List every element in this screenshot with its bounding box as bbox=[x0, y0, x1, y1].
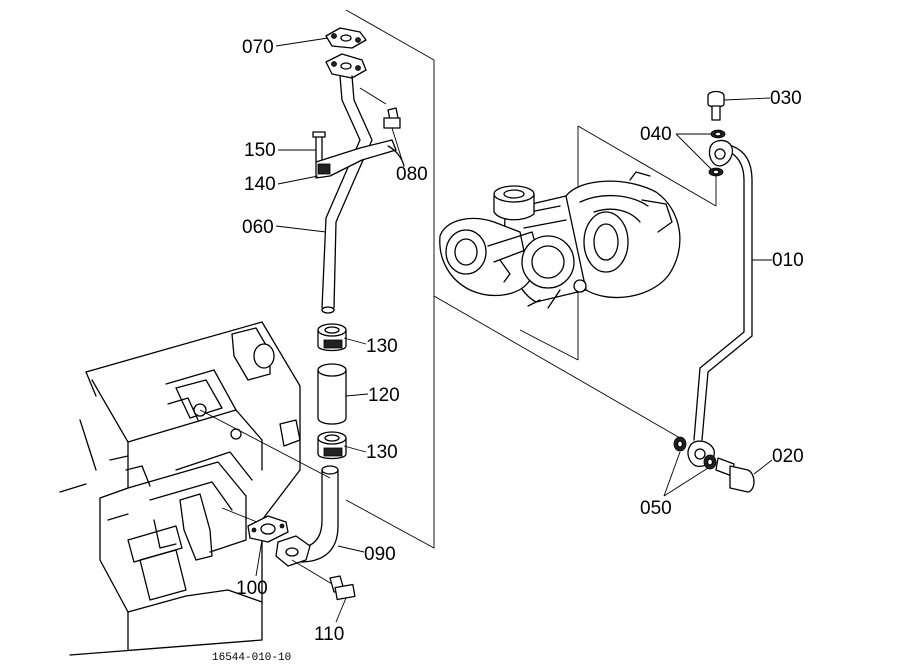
part-140-bracket bbox=[315, 139, 405, 179]
callout-leader-lines bbox=[255, 37, 773, 623]
part-090-lower-pipe bbox=[275, 465, 339, 567]
part-020-bolt bbox=[715, 457, 755, 493]
pipe-060-flange bbox=[325, 53, 367, 79]
callout-070: 070 bbox=[242, 37, 274, 58]
part-030-bolt bbox=[707, 90, 725, 121]
part-050-washers bbox=[673, 436, 717, 470]
assembly-reference-outline-left bbox=[199, 9, 435, 549]
callout-120: 120 bbox=[368, 385, 400, 406]
part-150-bolt bbox=[312, 131, 326, 163]
callout-090: 090 bbox=[364, 544, 396, 565]
part-130-clamp-upper bbox=[317, 323, 347, 352]
part-100-gasket bbox=[247, 515, 289, 543]
engine-block-drawing bbox=[59, 321, 301, 656]
part-110-bolt bbox=[291, 559, 356, 601]
turbocharger-drawing bbox=[433, 125, 717, 439]
callout-010: 010 bbox=[772, 250, 804, 271]
part-040-washers bbox=[708, 129, 726, 177]
figure-number: 16544-010-10 bbox=[212, 652, 291, 664]
callout-130-lower: 130 bbox=[366, 442, 398, 463]
callout-110: 110 bbox=[314, 624, 344, 645]
callout-050: 050 bbox=[640, 498, 672, 519]
callout-060: 060 bbox=[242, 217, 274, 238]
callout-150: 150 bbox=[244, 140, 276, 161]
part-120-hose bbox=[317, 363, 347, 425]
callout-040: 040 bbox=[640, 124, 672, 145]
callout-080: 080 bbox=[396, 164, 428, 185]
part-070-gasket bbox=[325, 27, 367, 49]
callout-140: 140 bbox=[244, 174, 276, 195]
callout-030: 030 bbox=[770, 88, 802, 109]
part-060-oil-pipe bbox=[321, 75, 373, 314]
part-080-bolt bbox=[359, 87, 401, 129]
part-010-oil-feed-pipe bbox=[693, 139, 753, 441]
callout-100: 100 bbox=[236, 578, 268, 599]
part-130-clamp-lower bbox=[317, 431, 347, 460]
callout-labels: 070 150 140 080 060 130 120 130 090 100 … bbox=[236, 37, 804, 645]
callout-020: 020 bbox=[772, 446, 804, 467]
callout-130-upper: 130 bbox=[366, 336, 398, 357]
